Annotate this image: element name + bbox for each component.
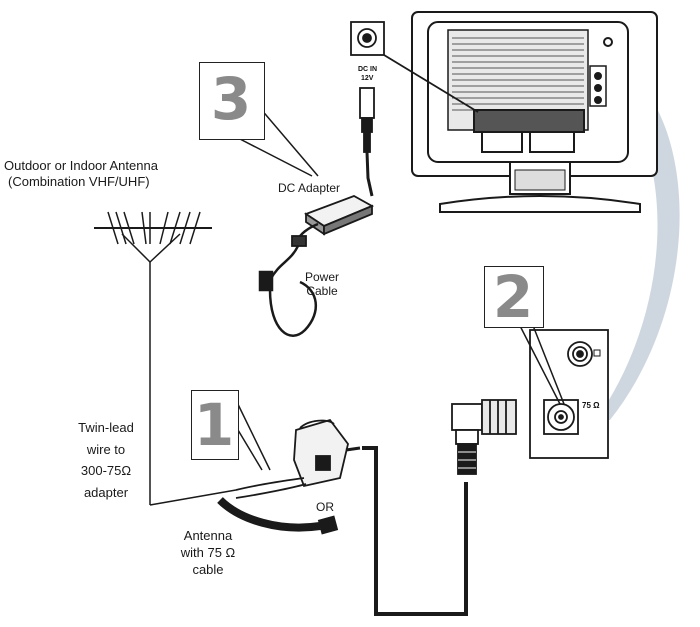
coax-cable (362, 446, 468, 616)
dc-jack-callout (350, 21, 479, 113)
antenna-75-cable (217, 497, 339, 535)
power-cable-label-line1: Power (304, 270, 339, 284)
step-3-number: 3 (210, 65, 252, 133)
step-1-number: 1 (193, 391, 235, 459)
dc-adapter-label: DC Adapter (278, 181, 341, 195)
port-75-label: 75 Ω (582, 401, 600, 410)
power-cable-label-line2: Cable (306, 284, 338, 298)
dc-in-label-line2: 12V (361, 75, 374, 82)
step-2-box (484, 266, 544, 328)
twin-lead-label-line2: wire to (86, 442, 126, 457)
monitor-rear (411, 11, 658, 213)
dc-adapter (291, 195, 375, 247)
power-cable (258, 245, 318, 337)
antenna-title: Outdoor or Indoor Antenna (4, 158, 158, 173)
twin-lead-label-line1: Twin-lead (78, 420, 134, 435)
twin-lead-label-line4: adapter (83, 485, 129, 500)
step3-pointer (259, 107, 319, 177)
dc-in-label-line1: DC IN (358, 66, 378, 73)
antenna (94, 211, 237, 506)
antenna-cable-label-line1: Antenna (183, 528, 233, 543)
jack-panel (529, 329, 609, 459)
step-1-box (191, 390, 239, 460)
coax-right-angle-plug (451, 399, 517, 475)
antenna-subtitle: (Combination VHF/UHF) (8, 174, 150, 189)
antenna-cable-label-line3: cable (192, 562, 224, 577)
step-3-box (199, 62, 265, 140)
adapter-300-75 (235, 418, 361, 499)
twin-lead-label-line3: 300-75Ω (80, 463, 132, 478)
step-2-number: 2 (492, 263, 534, 331)
antenna-cable-label-line2: with 75 Ω (180, 545, 236, 560)
or-label: OR (316, 500, 334, 514)
dc-plug (359, 87, 375, 197)
highlight-beam (596, 58, 680, 420)
